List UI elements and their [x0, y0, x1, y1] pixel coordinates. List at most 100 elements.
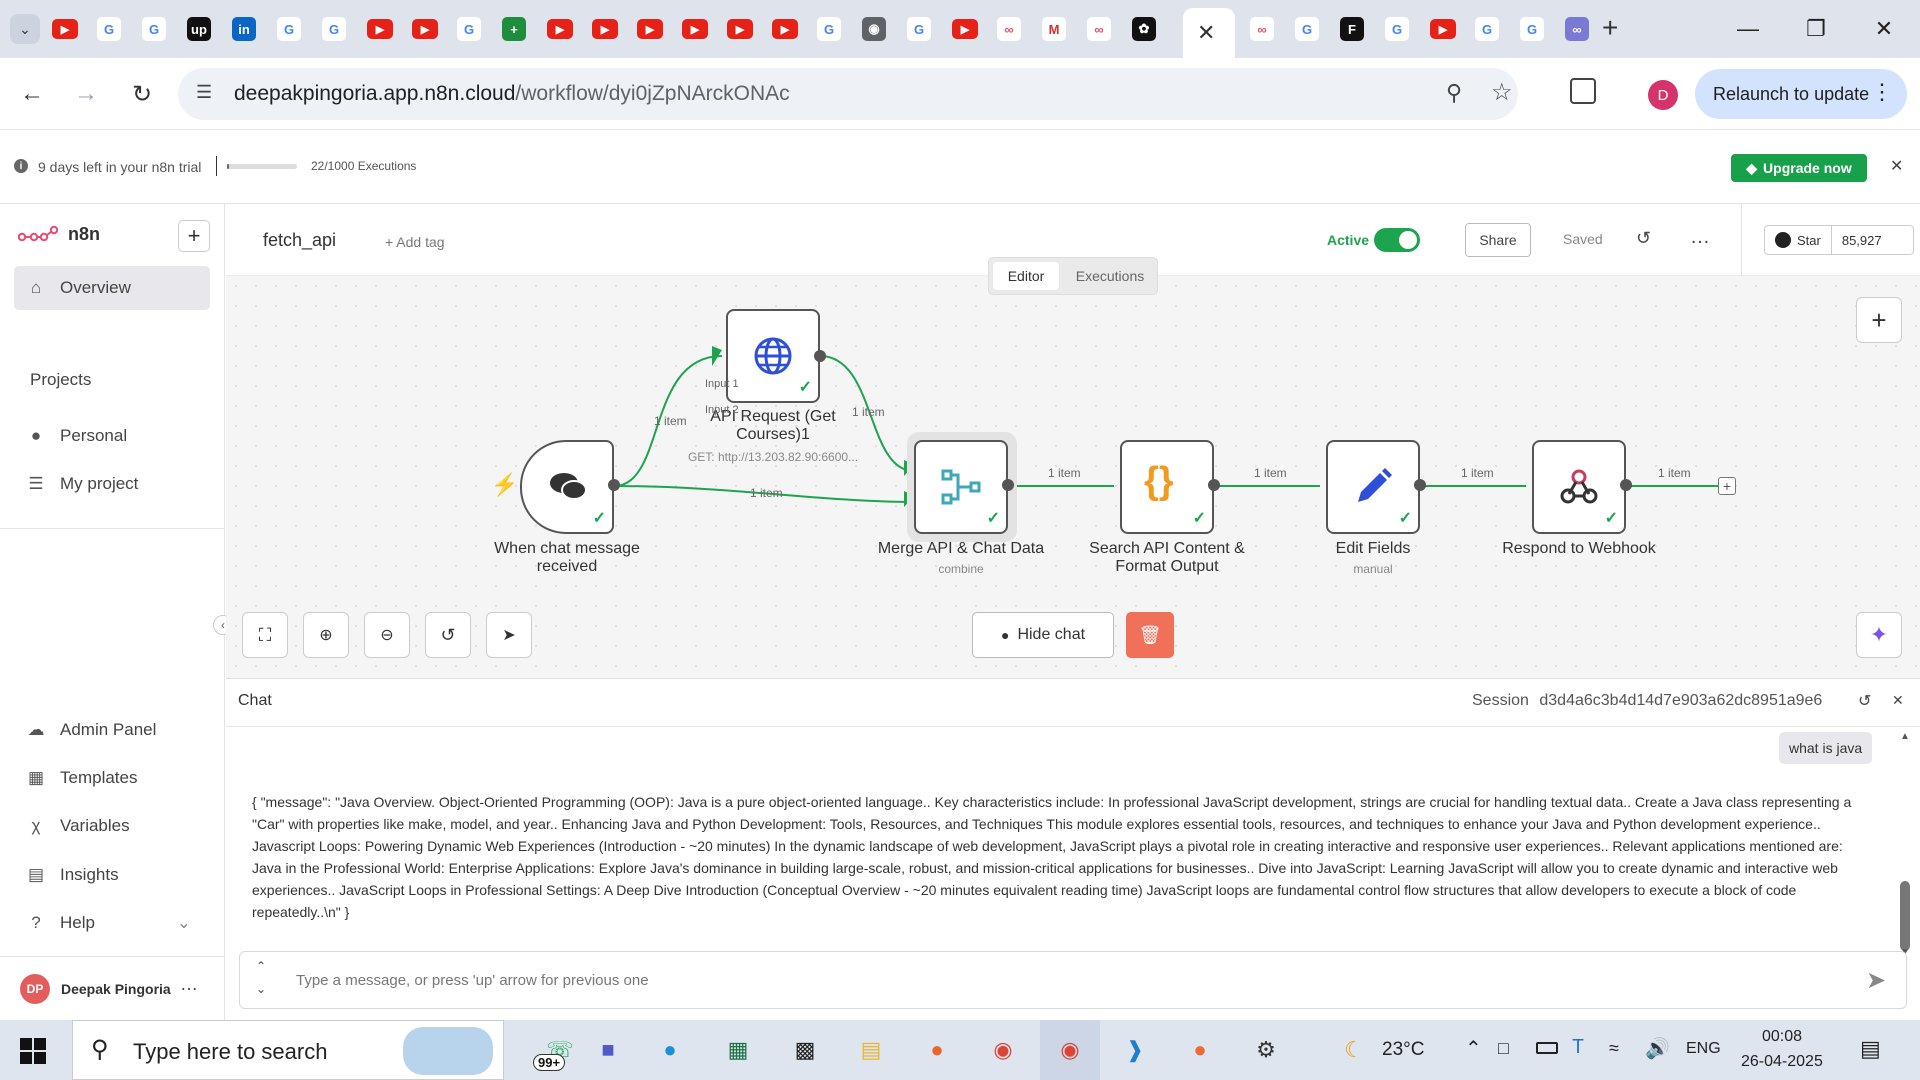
youtube-icon[interactable]: ▶: [772, 19, 798, 39]
active-toggle[interactable]: [1374, 228, 1420, 252]
google-icon[interactable]: G: [1295, 17, 1319, 41]
n8n-tab-icon[interactable]: ∞: [1565, 17, 1589, 41]
add-node-button[interactable]: +: [1856, 297, 1902, 343]
globe-icon[interactable]: ◉: [862, 17, 886, 41]
sidebar-item-overview[interactable]: ⌂ Overview: [14, 266, 210, 310]
google-icon[interactable]: G: [322, 17, 346, 41]
tab-executions[interactable]: Executions: [1075, 268, 1145, 284]
create-button[interactable]: +: [178, 220, 210, 252]
node-search-format[interactable]: {} ✓: [1120, 440, 1214, 534]
output-handle[interactable]: [1620, 479, 1632, 491]
postman-icon[interactable]: ●: [1193, 1037, 1207, 1062]
node-respond-webhook[interactable]: ✓: [1532, 440, 1626, 534]
output-handle[interactable]: [1208, 479, 1220, 491]
google-icon[interactable]: G: [1475, 17, 1499, 41]
history-icon[interactable]: ↺: [1636, 228, 1652, 248]
restore-icon[interactable]: ❐: [1806, 16, 1826, 41]
clock-time[interactable]: 00:08: [1762, 1028, 1803, 1045]
vscode-icon[interactable]: ❱: [1125, 1037, 1145, 1062]
workflow-canvas[interactable]: Editor Executions 1 item 1 item 1 item 1…: [226, 257, 1920, 678]
sidebar-item-my-project[interactable]: ☰ My project: [26, 474, 138, 494]
gmail-icon[interactable]: M: [1042, 17, 1066, 41]
temperature[interactable]: 23°C: [1382, 1039, 1425, 1060]
user-avatar[interactable]: DP: [20, 974, 50, 1004]
zoom-in-button[interactable]: ⊕: [303, 612, 349, 658]
tab-editor[interactable]: Editor: [993, 262, 1059, 290]
more-options-icon[interactable]: …: [1690, 226, 1710, 248]
chrome-icon[interactable]: ◉: [993, 1037, 1013, 1062]
add-next-node-button[interactable]: +: [1718, 477, 1736, 495]
sidebar-item-variables[interactable]: χ Variables: [26, 816, 130, 836]
youtube-icon[interactable]: ▶: [952, 19, 978, 39]
window-close-icon[interactable]: ✕: [1874, 16, 1894, 41]
taskbar-search-box[interactable]: ⚲ Type here to search: [72, 1020, 504, 1080]
close-banner-icon[interactable]: ✕: [1890, 158, 1904, 175]
youtube-icon[interactable]: ▶: [637, 19, 663, 39]
sidebar-item-templates[interactable]: ▦ Templates: [27, 768, 138, 787]
share-button[interactable]: Share: [1465, 223, 1531, 257]
forward-icon[interactable]: →: [74, 80, 98, 107]
youtube-icon[interactable]: ▶: [592, 19, 618, 39]
youtube-icon[interactable]: ▶: [367, 19, 393, 39]
zoom-icon[interactable]: ⚲: [1446, 80, 1463, 105]
google-icon[interactable]: G: [907, 17, 931, 41]
hide-chat-button[interactable]: ● Hide chat: [972, 612, 1114, 658]
extensions-icon[interactable]: [1570, 78, 1596, 104]
google-icon[interactable]: G: [97, 17, 121, 41]
sidebar-item-personal[interactable]: ● Personal: [26, 426, 127, 446]
sheets-icon[interactable]: +: [502, 17, 526, 41]
profile-avatar[interactable]: D: [1648, 80, 1678, 110]
tab-search-button[interactable]: ⌄: [10, 14, 40, 44]
output-handle[interactable]: [608, 479, 620, 491]
google-icon[interactable]: G: [142, 17, 166, 41]
tray-chevron-icon[interactable]: ⌃: [1465, 1038, 1482, 1060]
tidy-up-button[interactable]: ➤: [486, 612, 532, 658]
sidebar-item-insights[interactable]: ▤ Insights: [27, 865, 119, 884]
linkedin-icon[interactable]: in: [232, 17, 256, 41]
google-icon[interactable]: G: [1385, 17, 1409, 41]
bluetooth-icon[interactable]: Ꭲ: [1573, 1037, 1585, 1058]
output-handle[interactable]: [1002, 479, 1014, 491]
zoom-out-button[interactable]: ⊖: [364, 612, 410, 658]
teams-icon[interactable]: ■: [601, 1037, 615, 1062]
close-tab-icon[interactable]: ✕: [1197, 20, 1216, 45]
clock-date[interactable]: 26-04-2025: [1741, 1053, 1823, 1070]
bookmark-star-icon[interactable]: ☆: [1491, 79, 1513, 106]
send-icon[interactable]: ➤: [1866, 967, 1887, 994]
sidebar-item-help[interactable]: ? Help ⌄: [26, 913, 191, 933]
youtube-icon[interactable]: ▶: [727, 19, 753, 39]
firefox-icon[interactable]: ●: [930, 1037, 944, 1062]
scroll-up-icon[interactable]: ▲: [1900, 731, 1910, 742]
output-handle[interactable]: [814, 350, 826, 362]
youtube-icon[interactable]: ▶: [412, 19, 438, 39]
relaunch-button[interactable]: Relaunch to update ⋮: [1695, 69, 1907, 119]
google-icon[interactable]: G: [817, 17, 841, 41]
start-button[interactable]: [20, 1038, 46, 1064]
reset-zoom-button[interactable]: ↺: [425, 612, 471, 658]
new-tab-icon[interactable]: +: [1602, 12, 1619, 43]
mysql-icon[interactable]: ▩: [794, 1037, 816, 1062]
upwork-icon[interactable]: up: [187, 17, 211, 41]
fit-view-button[interactable]: ⛶: [242, 612, 288, 658]
menu-dots-icon[interactable]: ⋮: [1871, 79, 1893, 104]
chat-input-box[interactable]: ⌃ ⌄ Type a message, or press 'up' arrow …: [239, 951, 1907, 1009]
n8n-tab-icon[interactable]: ∞: [997, 17, 1021, 41]
address-bar[interactable]: ☰ deepakpingoria.app.n8n.cloud/workflow/…: [178, 68, 1518, 120]
refresh-session-icon[interactable]: ↺: [1858, 693, 1872, 710]
youtube-icon[interactable]: ▶: [682, 19, 708, 39]
google-icon[interactable]: G: [457, 17, 481, 41]
youtube-icon[interactable]: ▶: [547, 19, 573, 39]
back-icon[interactable]: ←: [20, 80, 44, 107]
battery-icon[interactable]: [1536, 1042, 1558, 1054]
n8n-tab-icon[interactable]: ∞: [1087, 17, 1111, 41]
chrome-profile-icon[interactable]: ◉: [1060, 1037, 1080, 1062]
output-handle[interactable]: [1414, 479, 1426, 491]
history-up-icon[interactable]: ⌃: [256, 959, 267, 973]
reload-icon[interactable]: ↻: [131, 80, 153, 108]
minimize-icon[interactable]: —: [1737, 16, 1759, 41]
sidebar-item-admin-panel[interactable]: ☁ Admin Panel: [27, 720, 157, 739]
node-merge[interactable]: ✓: [914, 440, 1008, 534]
google-icon[interactable]: G: [1520, 17, 1544, 41]
youtube-icon[interactable]: ▶: [1430, 19, 1456, 39]
upgrade-now-button[interactable]: ◆ Upgrade now: [1731, 154, 1867, 182]
